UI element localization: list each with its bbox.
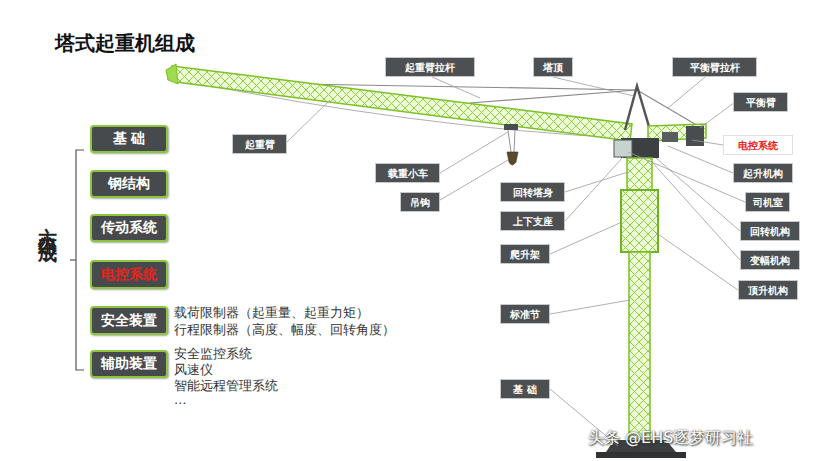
node-label: 起重臂拉杆 — [405, 62, 455, 73]
callout-box: 上下支座 — [500, 211, 565, 231]
foundation-slab — [596, 452, 686, 458]
node-label: 标准节 — [510, 309, 540, 320]
component-box: 基 础 — [90, 125, 168, 153]
node-label: 顶升机构 — [748, 285, 788, 296]
callout-box: 回转塔身 — [500, 182, 565, 202]
mast — [629, 252, 650, 442]
device-list-item: 行程限制器（高度、幅度、回转角度） — [174, 322, 395, 339]
node-label: 电控系统 — [738, 140, 778, 151]
watermark: 头条 @EHS逐梦研习社 — [588, 428, 753, 449]
node-label: 传动系统 — [101, 220, 157, 235]
callout-box: 爬升架 — [500, 244, 550, 264]
node-label: 起升机构 — [743, 168, 783, 179]
node-label: 变幅机构 — [750, 255, 790, 266]
counterweight — [686, 126, 704, 146]
leader-lines — [287, 77, 745, 446]
node-label: 钢结构 — [108, 176, 150, 191]
device-list-item: 风速仪 — [174, 362, 213, 379]
node-label: 基 础 — [113, 131, 146, 146]
callout-box: 基 础 — [500, 379, 550, 399]
component-box: 钢结构 — [90, 170, 168, 198]
component-box: 安全装置 — [90, 306, 168, 335]
node-label: 电控系统 — [101, 267, 157, 282]
ellipsis: … — [174, 392, 187, 407]
group-bracket — [70, 150, 84, 370]
callout-box: 平衡臂拉杆 — [672, 57, 757, 77]
trolley — [504, 124, 518, 130]
node-label: 起重臂 — [245, 139, 275, 150]
node-label: 平衡臂 — [746, 97, 776, 108]
node-label: 吊钩 — [410, 197, 430, 208]
climbing-frame — [621, 190, 658, 252]
node-label: 安全装置 — [101, 313, 157, 328]
device-list-item: 智能远程管理系统 — [174, 378, 278, 395]
callout-box: 塔顶 — [533, 57, 573, 77]
component-box: 电控系统 — [90, 260, 168, 289]
callout-box: 司机室 — [745, 192, 790, 212]
callout-box: 标准节 — [500, 304, 550, 324]
device-list-item: 安全监控系统 — [174, 346, 252, 363]
callout-box: 起重臂 — [232, 134, 287, 154]
device-list-item: 载荷限制器（起重量、起重力矩） — [174, 305, 369, 322]
callout-box: 吊钩 — [400, 192, 440, 212]
callout-box: 变幅机构 — [740, 250, 800, 270]
group-title: 六大组成 — [36, 212, 62, 232]
node-label: 平衡臂拉杆 — [690, 62, 740, 73]
hook-rope — [508, 130, 515, 152]
node-label: 回转塔身 — [513, 187, 553, 198]
tower-top — [625, 86, 650, 130]
node-label: 爬升架 — [510, 249, 540, 260]
hook-block — [507, 152, 518, 165]
node-label: 上下支座 — [513, 216, 553, 227]
component-box: 辅助装置 — [90, 350, 168, 378]
callout-box: 电控系统 — [723, 135, 793, 155]
node-label: 辅助装置 — [101, 356, 157, 371]
slewing-tower — [627, 158, 652, 190]
node-label: 载重小车 — [388, 168, 428, 179]
diagram-title: 塔式起重机组成 — [55, 30, 195, 57]
callout-box: 起重臂拉杆 — [385, 57, 475, 77]
component-box: 传动系统 — [90, 214, 168, 242]
node-label: 塔顶 — [543, 62, 563, 73]
node-label: 基 础 — [513, 384, 536, 395]
callout-box: 回转机构 — [740, 221, 800, 241]
node-label: 司机室 — [753, 197, 783, 208]
node-label: 回转机构 — [750, 226, 790, 237]
callout-box: 顶升机构 — [738, 280, 798, 300]
hoist-winch — [662, 132, 678, 142]
jib-tip — [166, 64, 178, 84]
jib — [172, 66, 632, 141]
callout-box: 起升机构 — [733, 163, 793, 183]
callout-box: 平衡臂 — [733, 92, 788, 112]
callout-box: 载重小车 — [375, 163, 440, 183]
operator-cab — [614, 140, 632, 157]
